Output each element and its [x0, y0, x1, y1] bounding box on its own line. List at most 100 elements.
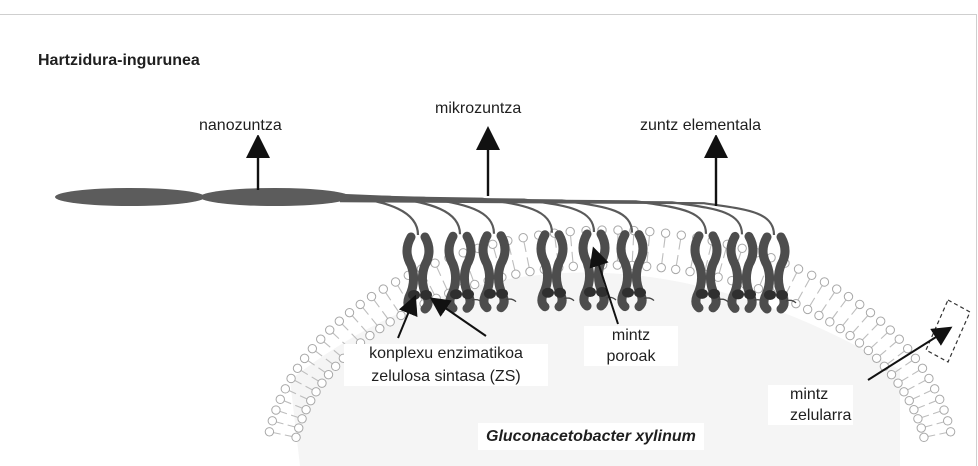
lipid-head: [379, 285, 387, 293]
lipid-head: [864, 346, 872, 354]
microfiber-label: mikrozuntza: [433, 99, 523, 118]
enzyme-complex-label-line1: konplexu enzimatikoa: [346, 344, 546, 363]
lipid-head: [646, 227, 654, 235]
lipid-head: [293, 364, 301, 372]
synthase-base: [622, 288, 634, 298]
lipid-head: [367, 292, 375, 300]
elementary-fiber-label: zuntz elementala: [638, 116, 763, 135]
synthase-base: [634, 288, 646, 298]
lipid-head: [397, 311, 405, 319]
membrane-pores-label-line2: poroak: [586, 347, 676, 366]
lipid-head: [672, 265, 680, 273]
lipid-head: [292, 433, 300, 441]
lipid-head: [295, 424, 303, 432]
synthase-base: [584, 287, 596, 297]
lipid-head: [894, 379, 902, 387]
elementary-fiber: [340, 200, 742, 234]
lipid-head: [566, 227, 574, 235]
membrane-pores-label: mintz poroak: [584, 326, 678, 366]
lipid-head: [265, 428, 273, 436]
lipid-head: [855, 339, 863, 347]
lipid-head: [836, 324, 844, 332]
lipid-head: [677, 231, 685, 239]
lipid-head: [281, 385, 289, 393]
lipid-head: [738, 244, 746, 252]
lipid-head: [391, 278, 399, 286]
lipid-head: [925, 374, 933, 382]
lipid-head: [300, 354, 308, 362]
lipid-head: [686, 267, 694, 275]
synthase-base: [420, 290, 432, 300]
lipid-head: [803, 305, 811, 313]
synthase-base: [696, 289, 708, 299]
lipid-head: [914, 415, 922, 423]
lipid-head: [866, 308, 874, 316]
lipid-head: [512, 270, 520, 278]
lipid-head: [946, 428, 954, 436]
lipid-head: [326, 326, 334, 334]
lipid-head: [661, 229, 669, 237]
nanofiber-ribbon-left: [55, 188, 205, 206]
lipid-head: [519, 234, 527, 242]
synthase-base: [408, 290, 420, 300]
lipid-head: [345, 308, 353, 316]
membrane-segment-marker: [926, 300, 970, 362]
lipid-head: [886, 326, 894, 334]
lipid-head: [317, 335, 325, 343]
lipid-head: [386, 318, 394, 326]
synthase-base: [764, 290, 776, 300]
lipid-head: [366, 331, 374, 339]
lipid-head: [376, 324, 384, 332]
lipid-head: [815, 311, 823, 319]
lipid-head: [331, 362, 339, 370]
lipid-head: [356, 300, 364, 308]
lipid-head: [308, 344, 316, 352]
lipid-head: [272, 406, 280, 414]
lipid-head: [876, 317, 884, 325]
synthase-base: [776, 290, 788, 300]
nanofiber-ribbon-right: [200, 188, 350, 206]
environment-title: Hartzidura-ingurunea: [36, 51, 202, 70]
lipid-head: [754, 285, 762, 293]
lipid-head: [335, 317, 343, 325]
cellulose-fibers: [340, 194, 774, 235]
lipid-head: [488, 240, 496, 248]
lipid-head: [318, 379, 326, 387]
lipid-head: [302, 405, 310, 413]
cell-membrane-label: mintz zelularra: [768, 385, 853, 425]
synthase-base: [708, 289, 720, 299]
lipid-head: [940, 406, 948, 414]
lipid-head: [307, 396, 315, 404]
lipid-head: [846, 331, 854, 339]
lipid-head: [918, 364, 926, 372]
lipid-head: [844, 292, 852, 300]
lipid-head: [312, 388, 320, 396]
synthase-base: [496, 289, 508, 299]
lipid-head: [298, 415, 306, 423]
synthase-base: [542, 288, 554, 298]
lipid-head: [911, 354, 919, 362]
lipid-head: [808, 271, 816, 279]
membrane-pores-label-line1: mintz: [586, 326, 676, 345]
lipid-head: [826, 318, 834, 326]
lipid-head: [268, 417, 276, 425]
lipid-head: [794, 265, 802, 273]
lipid-head: [936, 395, 944, 403]
lipid-head: [471, 280, 479, 288]
lipid-head: [903, 344, 911, 352]
cell-membrane-label-line2: zelularra: [790, 406, 851, 425]
synthase-base: [462, 289, 474, 299]
lipid-head: [324, 370, 332, 378]
lipid-head: [920, 433, 928, 441]
lipid-head: [569, 262, 577, 270]
synthase-base: [450, 289, 462, 299]
enzyme-complex-label-line2: zelulosa sintasa (ZS): [346, 367, 546, 386]
lipid-head: [895, 335, 903, 343]
lipid-head: [642, 262, 650, 270]
lipid-head: [872, 354, 880, 362]
lipid-head: [905, 396, 913, 404]
enzyme-complex-label: konplexu enzimatikoa zelulosa sintasa (Z…: [344, 344, 548, 386]
lipid-head: [930, 385, 938, 393]
lipid-head: [276, 395, 284, 403]
cellulose-synthase: [763, 237, 796, 309]
